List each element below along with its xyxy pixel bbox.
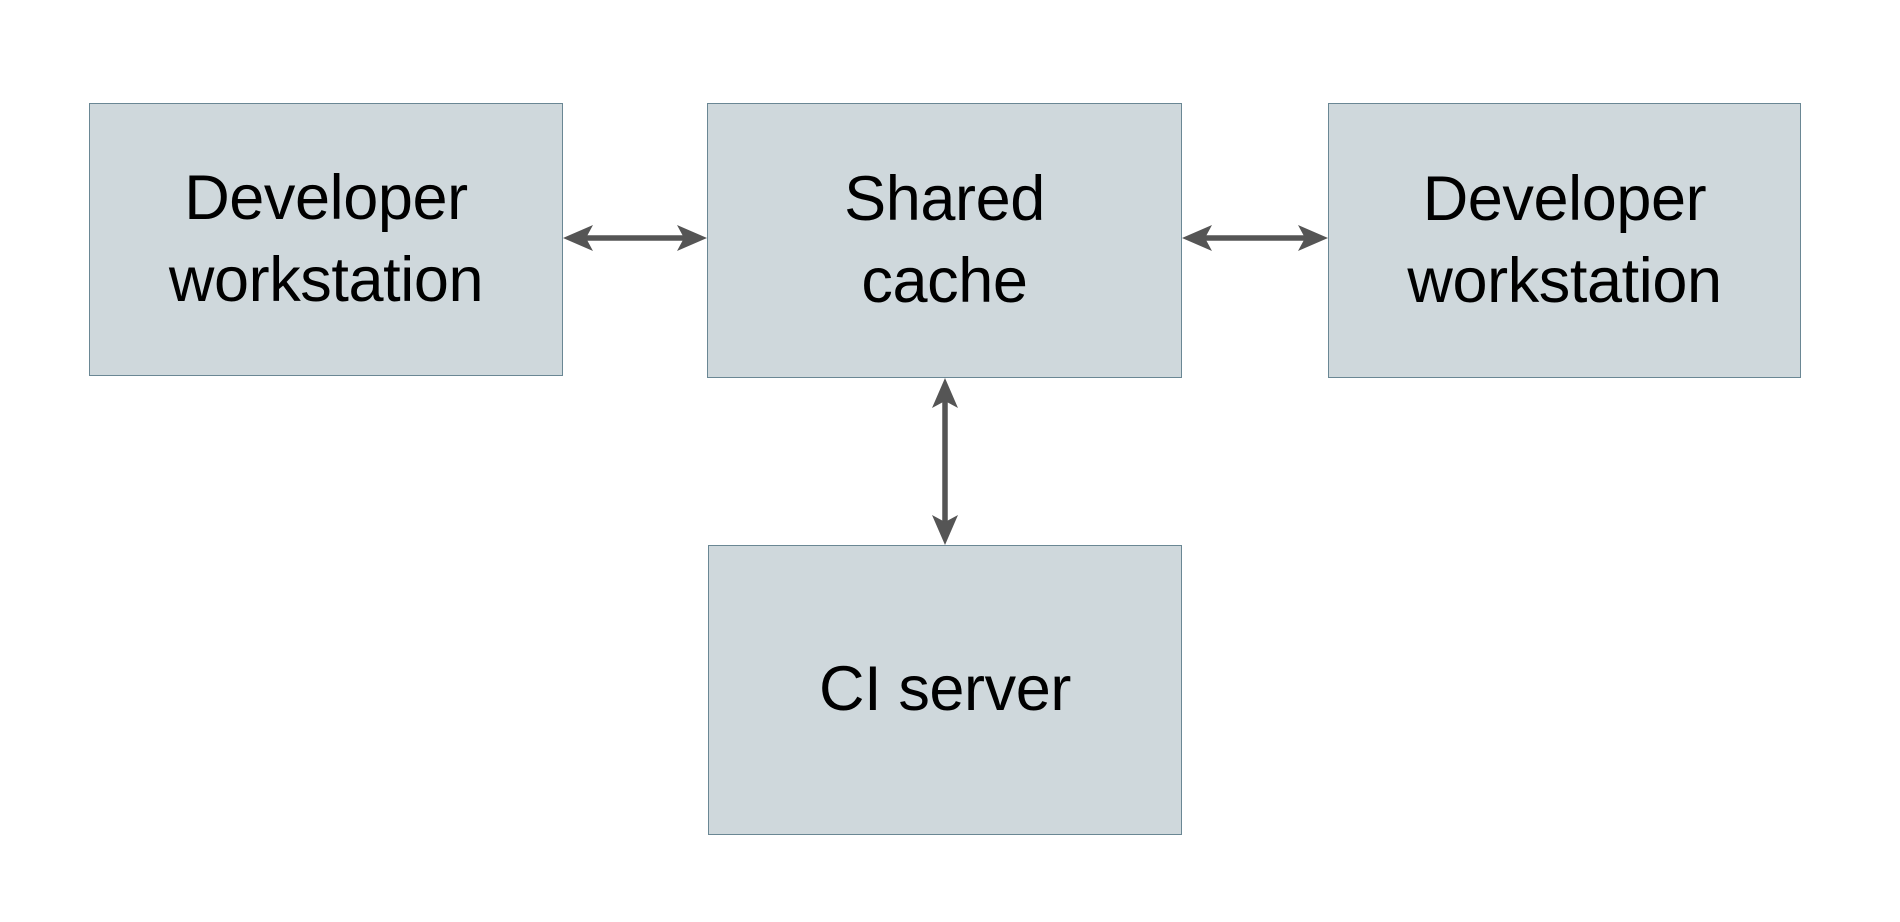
node-ci-server[interactable]: CI server [708,545,1182,835]
node-label-developer-workstation-left: Developer workstation [168,162,484,315]
connector-left-workstation-to-shared-cache[interactable] [561,216,709,260]
node-label-shared-cache: Shared cache [844,163,1045,316]
node-shared-cache[interactable]: Shared cache [707,103,1182,378]
connector-shared-cache-to-ci-server[interactable] [923,376,967,547]
connector-shared-cache-to-right-workstation[interactable] [1180,216,1330,260]
double-arrow-vertical-icon [932,378,958,545]
node-label-ci-server: CI server [819,654,1071,725]
double-arrow-horizontal-icon [1182,225,1328,251]
node-developer-workstation-right[interactable]: Developer workstation [1328,103,1801,378]
double-arrow-horizontal-icon [563,225,707,251]
node-developer-workstation-left[interactable]: Developer workstation [89,103,563,376]
node-label-developer-workstation-right: Developer workstation [1407,163,1722,316]
